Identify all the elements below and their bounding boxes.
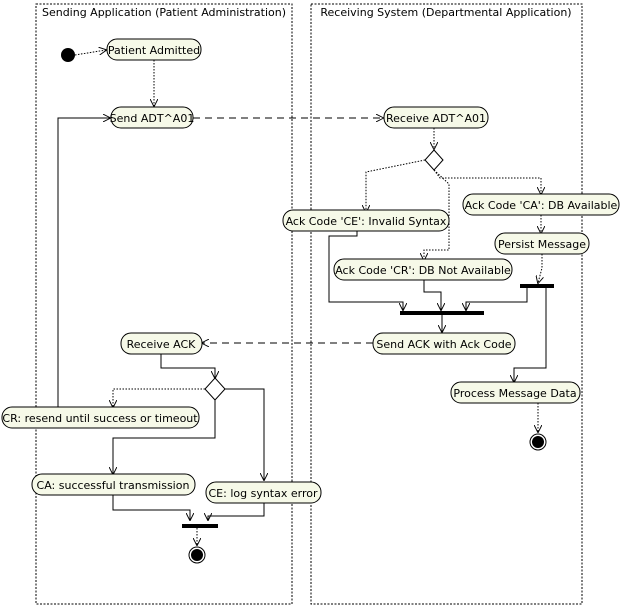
node-receive-ack-label: Receive ACK: [127, 338, 197, 351]
node-process-message-label: Process Message Data: [453, 387, 576, 400]
node-ack-cr-label: Ack Code 'CR': DB Not Available: [335, 264, 511, 277]
join-bar-receiving: [400, 311, 484, 315]
lane-receiving-title: Receiving System (Departmental Applicati…: [320, 6, 571, 19]
node-send-adt-label: Send ADT^A01: [110, 112, 195, 125]
end-node-receiving-inner: [532, 436, 544, 448]
node-ack-cr: [333, 258, 513, 281]
decision-ack-result: [204, 377, 226, 401]
node-receive-adt: [383, 106, 489, 129]
lane-receiving: [310, 3, 583, 605]
node-ack-ce-label: Ack Code 'CE': Invalid Syntax: [286, 215, 447, 228]
node-send-ack-label: Send ACK with Ack Code: [376, 338, 511, 351]
node-cr-resend-label: CR: resend until success or timeout: [2, 412, 198, 425]
lane-sending-title: Sending Application (Patient Administrat…: [42, 6, 286, 19]
decision-ack-code: [424, 149, 444, 171]
node-process-message: [450, 381, 581, 404]
fork-bar-receiving: [520, 284, 554, 288]
node-receive-adt-label: Receive ADT^A01: [386, 112, 486, 125]
join-bar-sending: [182, 524, 218, 528]
lane-sending: [35, 3, 293, 605]
node-patient-admitted-label: Patient Admitted: [108, 44, 200, 57]
start-node: [61, 48, 75, 62]
node-persist-message-label: Persist Message: [498, 238, 586, 251]
node-ack-ce: [282, 209, 450, 232]
node-ack-ca-label: Ack Code 'CA': DB Available: [465, 199, 618, 212]
node-ce-log-label: CE: log syntax error: [208, 487, 317, 500]
node-cr-resend: [1, 406, 200, 429]
end-node-sending-inner: [191, 549, 203, 561]
node-ca-success-label: CA: successful transmission: [37, 479, 190, 492]
